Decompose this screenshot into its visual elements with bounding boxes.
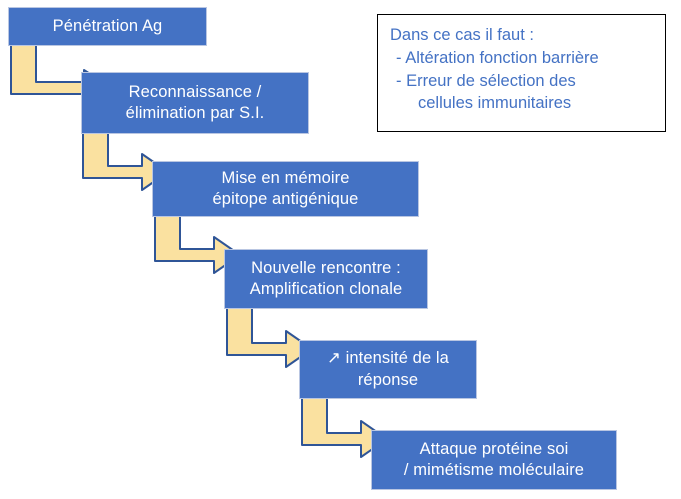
- note-item-1: - Altération fonction barrière: [396, 47, 653, 69]
- flow-box-1-label: Pénétration Ag: [52, 16, 163, 35]
- flow-box-5-label: ↗ intensité de la réponse: [327, 349, 449, 389]
- flow-box-reconnaissance-elimination[interactable]: Reconnaissance / élimination par S.I.: [81, 72, 309, 134]
- flow-box-attaque-proteine-soi[interactable]: Attaque protéine soi / mimétisme molécul…: [371, 430, 617, 490]
- flow-box-2-label: Reconnaissance / élimination par S.I.: [125, 82, 265, 122]
- flow-box-3-label: Mise en mémoire épitope antigénique: [212, 168, 359, 208]
- flow-box-6-label: Attaque protéine soi / mimétisme molécul…: [403, 439, 585, 479]
- note-item-2-bullet: -: [396, 71, 402, 90]
- flow-box-4-label: Nouvelle rencontre : Amplification clona…: [249, 258, 403, 298]
- flow-box-penetration-ag[interactable]: Pénétration Ag: [8, 7, 207, 46]
- note-box[interactable]: Dans ce cas il faut : - Altération fonct…: [377, 14, 666, 132]
- note-item-2: - Erreur de sélection des cellules immun…: [396, 70, 653, 115]
- note-item-1-text: Altération fonction barrière: [405, 49, 599, 68]
- note-item-2-text-cont: cellules immunitaires: [418, 93, 572, 112]
- note-item-1-bullet: -: [396, 49, 402, 68]
- note-item-2-text: Erreur de sélection des: [406, 71, 576, 90]
- flow-box-mise-en-memoire[interactable]: Mise en mémoire épitope antigénique: [152, 161, 419, 217]
- note-title: Dans ce cas il faut :: [390, 26, 534, 44]
- flow-box-intensite-reponse[interactable]: ↗ intensité de la réponse: [299, 340, 477, 399]
- flow-box-nouvelle-rencontre[interactable]: Nouvelle rencontre : Amplification clona…: [224, 249, 428, 309]
